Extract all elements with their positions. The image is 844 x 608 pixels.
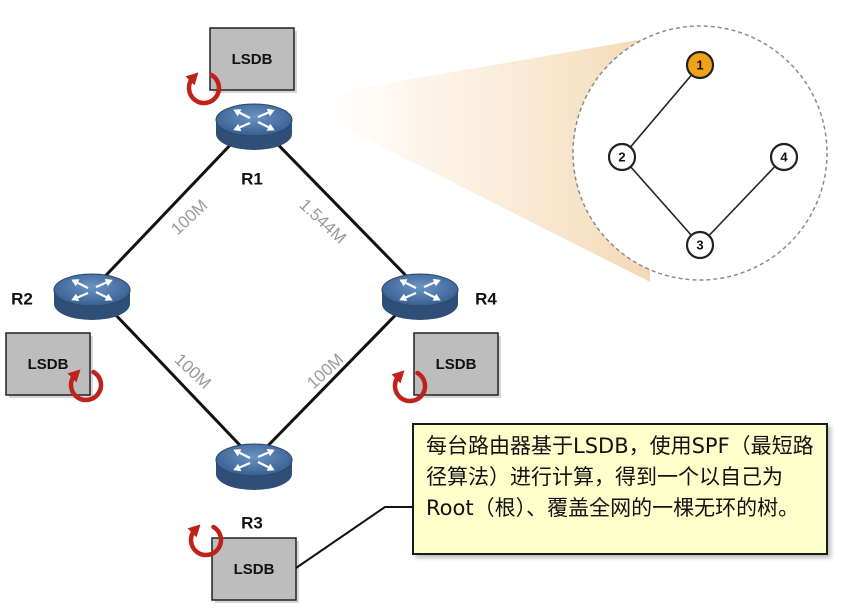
- magnifier-beam: [290, 38, 650, 282]
- tree-edge-1-2: [621, 64, 701, 158]
- link-r2-r3: [90, 288, 256, 462]
- lsdb-label: LSDB: [436, 356, 477, 373]
- tree-node-label: 4: [780, 149, 788, 164]
- link-r1-r4: [252, 118, 422, 292]
- tree-edge-2-3: [621, 156, 701, 246]
- tree-node-label: 3: [696, 237, 703, 252]
- tree-root-node: 1: [685, 50, 715, 80]
- router-label-r3: R3: [241, 513, 263, 532]
- router-label-r2: R2: [11, 289, 33, 308]
- router-label-r4: R4: [475, 289, 497, 308]
- link-r1-r2: [90, 118, 256, 292]
- router-label-r1: R1: [241, 169, 263, 188]
- lsdb-label: LSDB: [232, 51, 273, 68]
- lsdb-boxes: LSDB LSDB LSDB LSDB: [5, 27, 501, 603]
- spf-tree-edges: [621, 64, 785, 246]
- refresh-cycle-icon: [187, 524, 224, 558]
- tree-node: 2: [607, 142, 637, 172]
- router-r3-icon: [215, 443, 293, 490]
- lsdb-r4: LSDB: [391, 332, 501, 404]
- lsdb-r3: LSDB: [187, 524, 299, 603]
- refresh-cycle-icon: [67, 369, 104, 403]
- lsdb-r1: LSDB: [185, 27, 297, 106]
- router-r2-icon: [53, 273, 131, 320]
- spf-description-callout: 每台路由器基于LSDB，使用SPF（最短路径算法）进行计算，得到一个以自己为Ro…: [412, 423, 828, 555]
- lsdb-label: LSDB: [28, 356, 69, 373]
- router-r4-icon: [381, 273, 459, 320]
- lsdb-r2: LSDB: [5, 332, 104, 403]
- callout-connector: [295, 506, 412, 569]
- link-r3-r4: [252, 288, 422, 462]
- router-r1-icon: [215, 103, 293, 150]
- magnifier-circle: [572, 25, 828, 281]
- link-bandwidth-label: 100M: [171, 350, 215, 393]
- tree-edge-3-4: [699, 156, 785, 246]
- tree-node-label: 1: [696, 57, 703, 72]
- lsdb-label: LSDB: [234, 561, 275, 578]
- tree-node-label: 2: [618, 149, 625, 164]
- tree-node: 3: [685, 230, 715, 260]
- refresh-cycle-icon: [391, 370, 428, 404]
- tree-node: 4: [769, 142, 799, 172]
- refresh-cycle-icon: [185, 72, 222, 106]
- link-bandwidth-label: 1.544M: [295, 195, 349, 248]
- spf-tree-nodes: 1 2 3 4: [607, 50, 799, 260]
